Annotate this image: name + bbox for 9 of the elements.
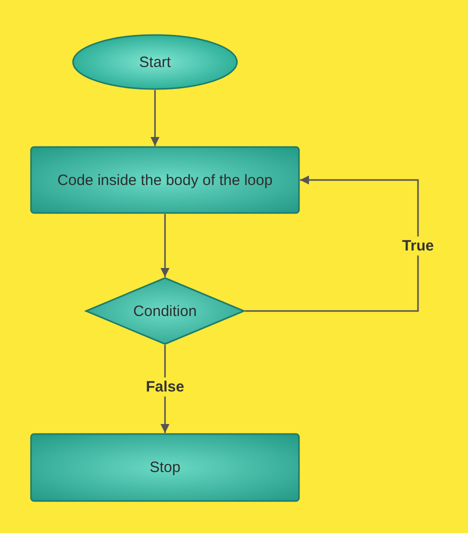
- node-label: Condition: [133, 302, 197, 320]
- arrow: [245, 176, 419, 312]
- arrow: [160, 214, 170, 277]
- edge-label: False: [144, 378, 186, 396]
- node-label: Start: [139, 54, 171, 70]
- node-label: Stop: [150, 459, 180, 476]
- edge-label: True: [400, 236, 436, 255]
- node-label: Code inside the body of the loop: [57, 172, 273, 188]
- arrow: [150, 90, 160, 146]
